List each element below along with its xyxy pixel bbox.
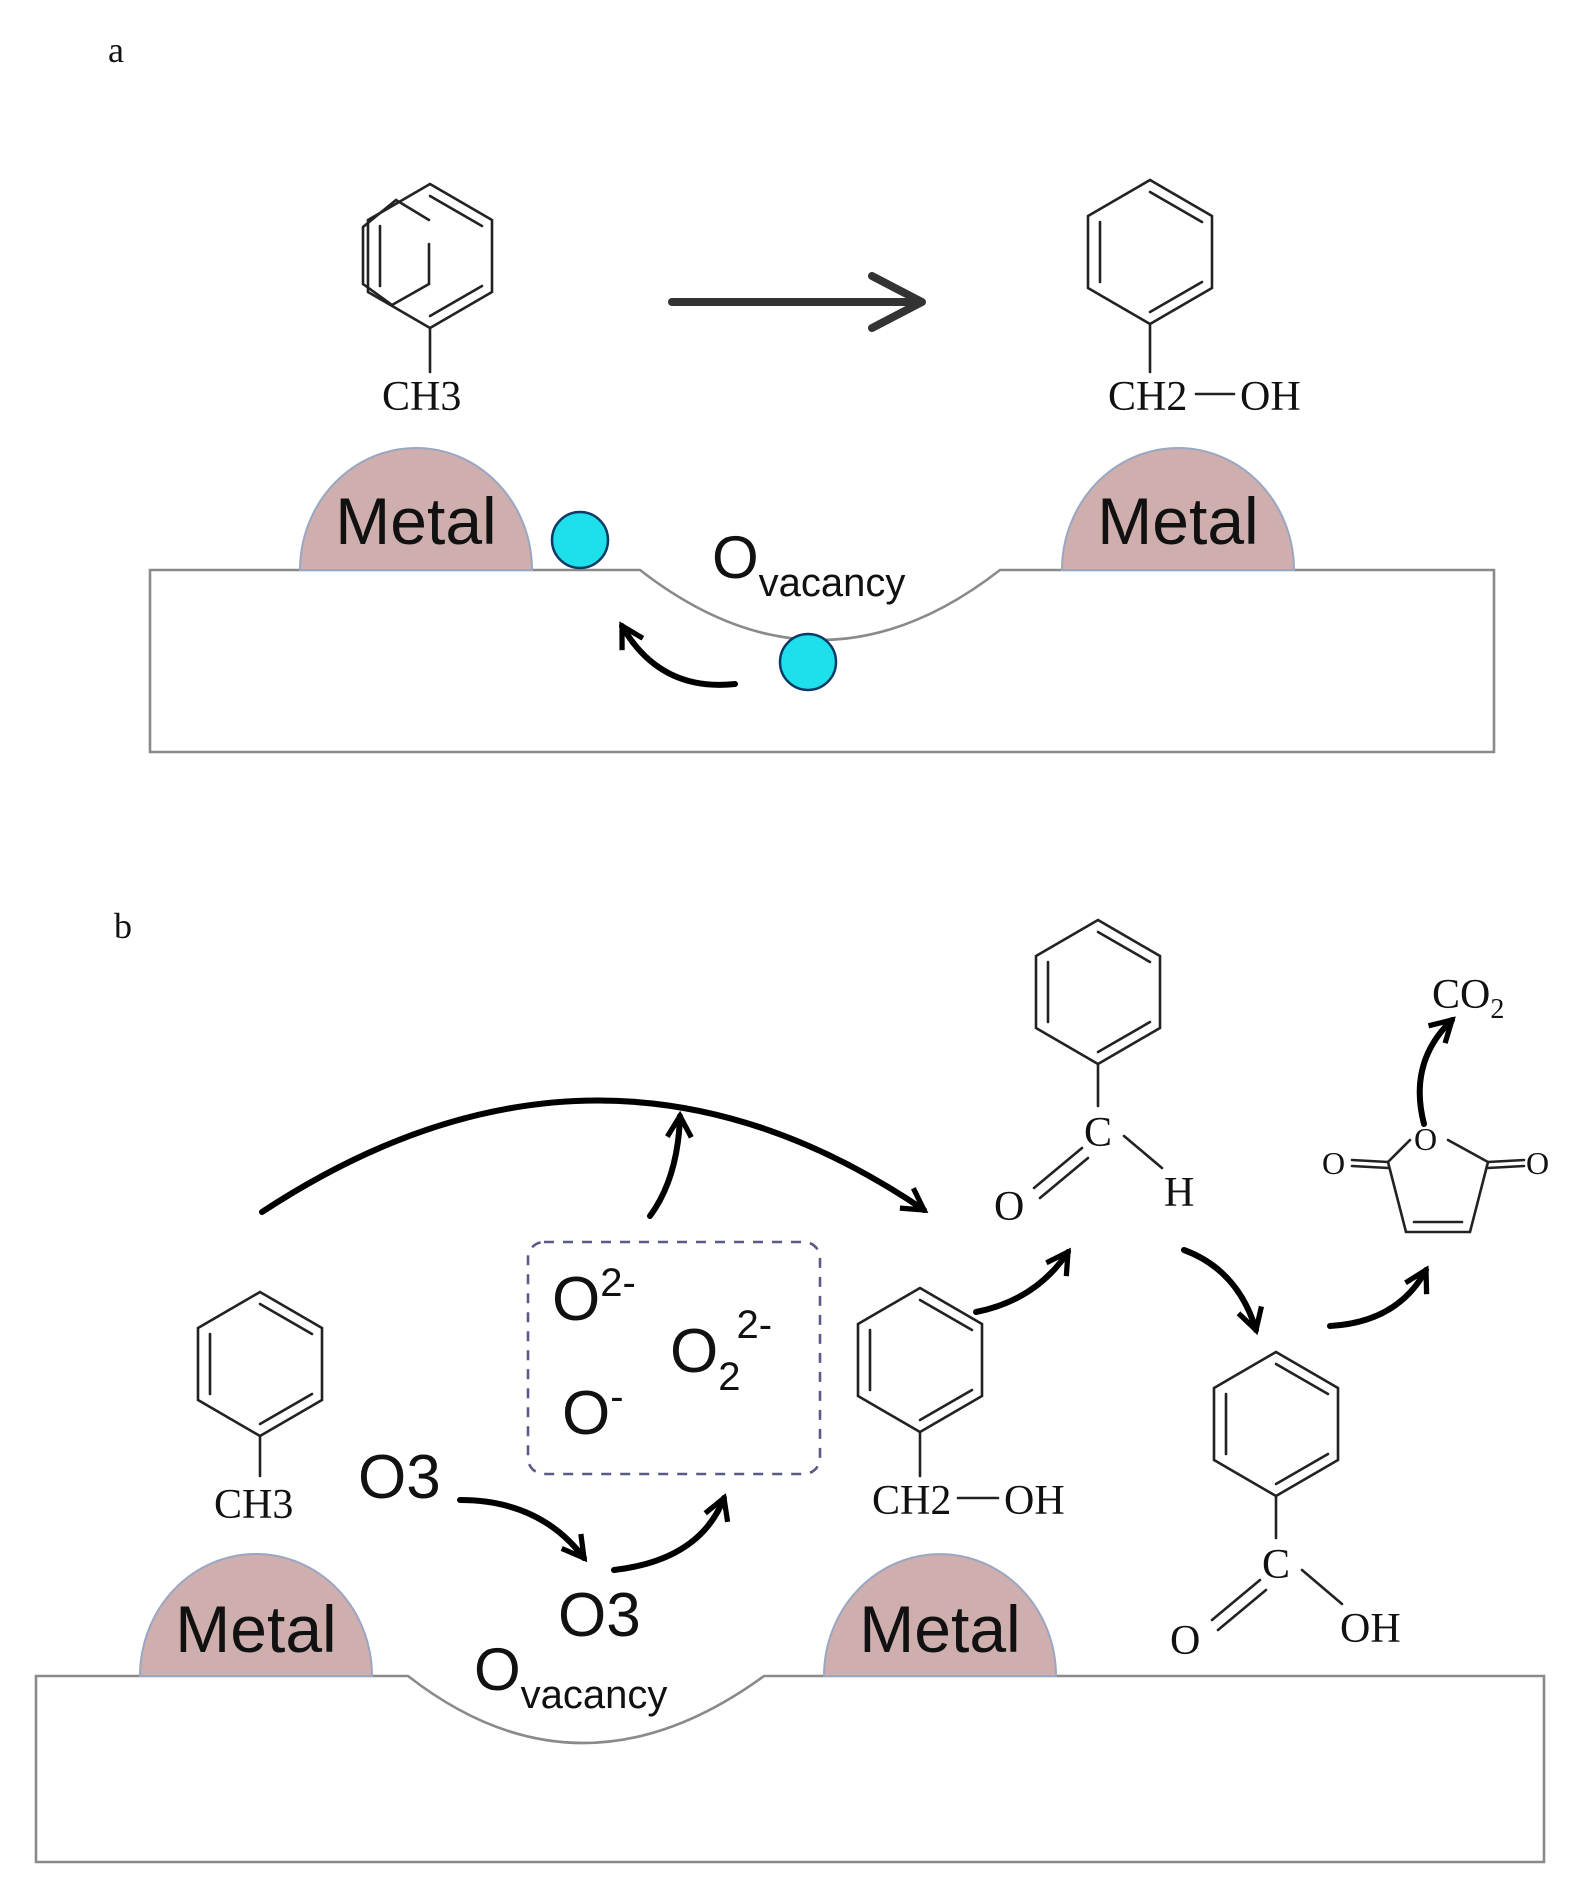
species-o-minus: O- [562, 1375, 624, 1448]
toluene-substituent-b: CH3 [214, 1482, 293, 1528]
metal-label-a-left: Metal [335, 484, 496, 558]
acid-to-anhydride-arrow [1327, 1265, 1430, 1329]
benzene-ring-b-alcohol [856, 1286, 984, 1434]
metal-label-a-right: Metal [1097, 484, 1258, 558]
species-up-arrow [647, 1110, 694, 1219]
panel-b-label: b [114, 906, 132, 946]
benzyl-alcohol-molecule-b: CH2 OH [856, 1286, 1065, 1524]
vacancy-label-a: Ovacancy [712, 524, 905, 605]
toluene-molecule-a: CH3 [361, 182, 494, 420]
direct-oxidation-arc-arrow [259, 1097, 929, 1215]
benzyl-alcohol-oh-b: OH [1004, 1478, 1065, 1524]
ozone-adsorbed-label: O3 [558, 1581, 641, 1650]
benzene-ring-b-aldehyde [1034, 918, 1162, 1066]
ozone-gas-label: O3 [358, 1443, 441, 1512]
aldehyde-to-acid-arrow [1181, 1247, 1265, 1336]
aldehyde-oxygen: O [994, 1184, 1024, 1230]
panel-a-label: a [108, 30, 124, 70]
benzyl-alcohol-oh-a: OH [1240, 374, 1301, 420]
reaction-arrow-a [668, 272, 926, 332]
oxygen-atom-surface [550, 510, 610, 570]
active-oxygen-species-box [526, 1240, 822, 1476]
aldehyde-carbon: C [1084, 1110, 1112, 1156]
species-o2-minus: O2- [552, 1261, 636, 1334]
benzene-ring-b-acid [1212, 1350, 1340, 1498]
benzoic-acid-molecule: C O OH [1170, 1350, 1401, 1664]
acid-carbon: C [1262, 1542, 1290, 1588]
benzaldehyde-molecule: C O H [994, 918, 1194, 1230]
species-o2-2minus: O22- [670, 1303, 772, 1399]
vacancy-label-b: Ovacancy [474, 1636, 667, 1717]
support-b [34, 1674, 1546, 1864]
anhydride-to-co2-arrow [1416, 1016, 1456, 1127]
benzene-ring-b-toluene [196, 1290, 324, 1438]
benzyl-alcohol-ch2-b: CH2 [872, 1478, 951, 1524]
metal-particle-b-right [822, 1553, 1058, 1677]
toluene-molecule-b: CH3 [196, 1290, 324, 1528]
metal-label-b-right: Metal [859, 1592, 1020, 1666]
maleic-anhydride-molecule: O O O [1322, 1121, 1549, 1234]
acid-oxygen: O [1170, 1618, 1200, 1664]
acid-hydroxyl: OH [1340, 1606, 1401, 1652]
benzyl-alcohol-ch2-a: CH2 [1108, 374, 1187, 420]
metal-particle-b-left [138, 1553, 374, 1677]
alcohol-to-aldehyde-arrow [973, 1247, 1071, 1315]
anhydride-oxygen-left: O [1322, 1145, 1345, 1181]
benzene-ring-a-right [1086, 178, 1214, 326]
co2-label: CO2 [1432, 972, 1504, 1025]
anhydride-oxygen-right: O [1526, 1145, 1549, 1181]
toluene-substituent-a: CH3 [382, 374, 461, 420]
aldehyde-hydrogen: H [1164, 1170, 1194, 1216]
oxygen-atom-vacancy [778, 632, 838, 692]
ozone-adsorption-arrow [457, 1497, 588, 1563]
oxygen-migration-arrow [619, 621, 738, 688]
ozone-decomposition-arrow [611, 1493, 731, 1573]
benzyl-alcohol-molecule-a: CH2 OH [1086, 178, 1301, 420]
anhydride-ring-oxygen: O [1414, 1121, 1437, 1157]
metal-particle-a-left [298, 447, 534, 571]
metal-particle-a-right [1060, 447, 1296, 571]
metal-label-b-left: Metal [175, 1592, 336, 1666]
